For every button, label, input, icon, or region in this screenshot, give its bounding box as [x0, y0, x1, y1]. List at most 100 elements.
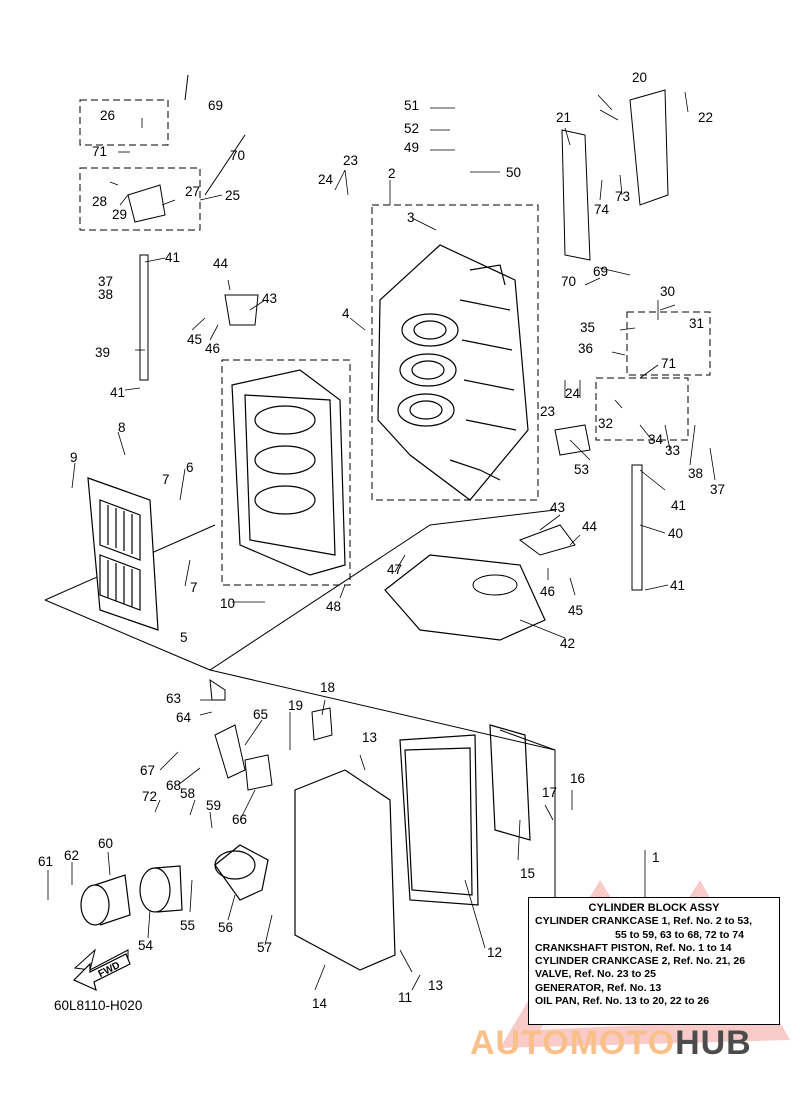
- cylinder-block-shape: [377, 244, 529, 501]
- callout-number: 70: [230, 148, 245, 163]
- callout-number: 66: [232, 812, 247, 827]
- callout-number: 16: [570, 771, 585, 786]
- diagram-code: 60L8110-H020: [54, 998, 143, 1013]
- crankcase-shape: [231, 369, 346, 576]
- frame-valve-group: [79, 167, 201, 231]
- callout-number: 38: [688, 466, 703, 481]
- callout-number: 50: [506, 165, 521, 180]
- callout-number: 43: [550, 500, 565, 515]
- callout-number: 71: [661, 356, 676, 371]
- callout-number: 8: [118, 420, 126, 435]
- callout-number: 73: [615, 189, 630, 204]
- callout-number: 56: [218, 920, 233, 935]
- callout-number: 7: [162, 472, 170, 487]
- callout-number: 41: [110, 385, 125, 400]
- callout-number: 44: [582, 519, 598, 534]
- callout-number: 67: [140, 763, 155, 778]
- callout-number: 74: [594, 202, 610, 217]
- callout-number: 3: [407, 210, 415, 225]
- callout-number: 17: [542, 785, 557, 800]
- callout-number: 19: [288, 698, 303, 713]
- callout-number: 49: [404, 140, 419, 155]
- callout-number: 23: [540, 404, 555, 419]
- callout-number: 58: [180, 786, 195, 801]
- callout-number: 7: [190, 580, 198, 595]
- callout-number: 30: [660, 284, 675, 299]
- callout-number: 70: [561, 274, 576, 289]
- callout-number: 4: [342, 306, 350, 321]
- callout-number: 33: [665, 443, 680, 458]
- callout-number: 55: [180, 918, 195, 933]
- callout-number: 25: [225, 188, 240, 203]
- callout-number: 2: [388, 166, 396, 181]
- callout-number: 37: [710, 482, 725, 497]
- callout-number: 63: [166, 691, 181, 706]
- callout-number: 48: [326, 599, 341, 614]
- callout-number: 57: [257, 940, 272, 955]
- callout-number: 47: [387, 562, 402, 577]
- callout-number: 22: [698, 110, 713, 125]
- cover-plate-shape: [87, 477, 159, 631]
- watermark-part2: HUB: [675, 1024, 752, 1062]
- gasket-shape: [384, 554, 546, 641]
- callout-number: 1: [652, 850, 660, 865]
- callout-number: 45: [568, 603, 583, 618]
- callout-number: 11: [398, 990, 412, 1005]
- callout-number: 44: [213, 256, 229, 271]
- legend-title: CYLINDER BLOCK ASSY: [588, 902, 720, 914]
- callout-number: 65: [253, 707, 268, 722]
- callout-number: 18: [320, 680, 335, 695]
- fwd-label: FWD: [97, 960, 122, 980]
- frame-block: [371, 204, 539, 501]
- callout-number: 52: [404, 121, 419, 136]
- callout-number: 35: [580, 320, 595, 335]
- callout-number: 12: [487, 945, 502, 960]
- oil-filter-shape: [80, 844, 269, 926]
- callout-number: 32: [598, 416, 613, 431]
- watermark-text: AUTOMOTOHUB: [470, 1024, 752, 1063]
- callout-number: 71: [92, 144, 107, 159]
- callout-number: 59: [206, 798, 221, 813]
- legend-line: CRANKSHAFT PISTON, Ref. No. 1 to 14: [535, 941, 732, 954]
- callout-number: 34: [648, 432, 664, 447]
- callout-number: 10: [220, 596, 235, 611]
- callout-number: 38: [98, 287, 113, 302]
- callout-number: 41: [165, 250, 180, 265]
- callout-number: 54: [138, 938, 154, 953]
- callout-number: 13: [362, 730, 377, 745]
- callout-number: 64: [176, 710, 192, 725]
- callout-number: 9: [70, 450, 78, 465]
- fwd-arrow-icon: FWD: [72, 953, 131, 992]
- frame-right-lower: [595, 377, 689, 441]
- callout-number: 31: [689, 316, 704, 331]
- callout-number: 41: [670, 578, 685, 593]
- callout-number: 37: [98, 274, 113, 289]
- legend-box: CYLINDER BLOCK ASSY CYLINDER CRANKCASE 1…: [528, 897, 780, 1025]
- callout-number: 6: [186, 460, 194, 475]
- callout-number: 45: [187, 332, 202, 347]
- callout-number: 24: [565, 386, 581, 401]
- callout-number: 61: [38, 854, 53, 869]
- callout-number: 46: [540, 584, 555, 599]
- callout-number: 68: [166, 778, 181, 793]
- legend-line: 55 to 59, 63 to 68, 72 to 74: [615, 928, 744, 941]
- leader-lines: [47, 91, 716, 991]
- legend-line: GENERATOR, Ref. No. 13: [535, 981, 662, 994]
- callout-number: 69: [593, 264, 608, 279]
- frame-upper-group: [79, 99, 169, 146]
- callout-number: 43: [262, 291, 277, 306]
- callout-number: 15: [520, 866, 535, 881]
- callout-number: 53: [574, 462, 589, 477]
- callout-number: 36: [578, 341, 593, 356]
- callout-number: 23: [343, 153, 358, 168]
- callout-number: 21: [556, 110, 571, 125]
- callout-number: 13: [428, 978, 443, 993]
- callout-number: 28: [92, 194, 107, 209]
- frame-crankcase: [221, 359, 351, 586]
- frame-right-valve: [626, 311, 711, 376]
- legend-line: OIL PAN, Ref. No. 13 to 20, 22 to 26: [535, 995, 710, 1008]
- callout-number: 60: [98, 836, 113, 851]
- callout-number: 72: [142, 789, 157, 804]
- legend-line: CYLINDER CRANKCASE 2, Ref. No. 21, 26: [535, 955, 746, 968]
